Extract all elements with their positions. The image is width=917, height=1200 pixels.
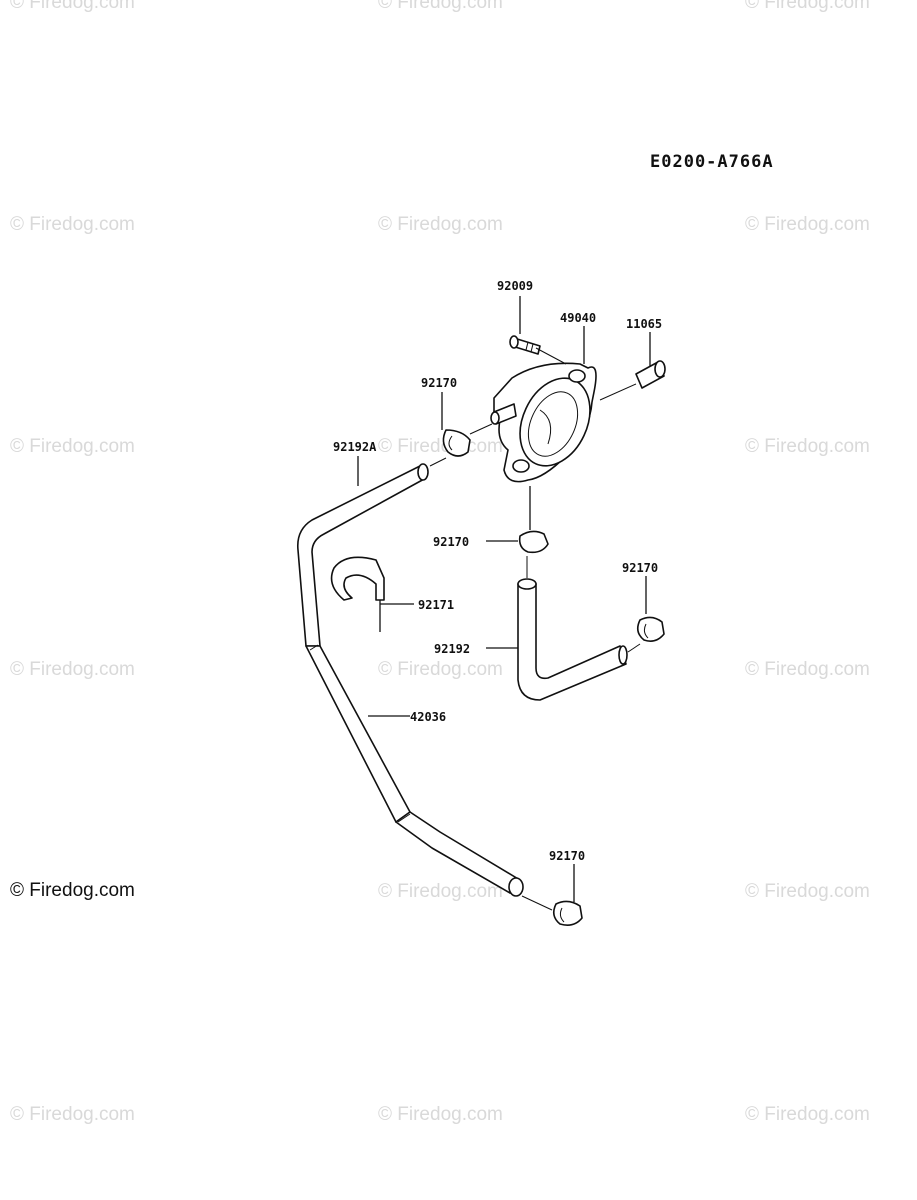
watermark: © Firedog.com [378,436,503,457]
clamp-pump-bottom-drawing [518,530,549,554]
clamp-bottom-drawing [552,900,583,926]
clamp-right-drawing [636,616,665,642]
part-label-spacer: 11065 [626,317,663,331]
watermark: © Firedog.com [745,0,870,13]
part-label-clamp: 92170 [421,376,458,390]
watermark: © Firedog.com [378,1104,503,1125]
diagram-code: E0200-A766A [650,152,774,172]
watermark: © Firedog.com [378,0,503,13]
watermark: © Firedog.com [378,659,503,680]
part-label-hose-clip: 92171 [418,598,455,612]
spacer-drawing [635,360,666,389]
part-label-hose-upper: 92192A [333,440,377,454]
watermark: © Firedog.com [10,436,135,457]
part-label-screw: 92009 [497,279,534,293]
watermark: © Firedog.com [745,436,870,457]
hose-lower-drawing [517,578,628,701]
screw-drawing [509,335,541,355]
leader-lines [357,296,651,911]
watermark: © Firedog.com [10,214,135,235]
part-label-clamp: 92170 [433,535,470,549]
fuel-hose-long-drawing [296,463,524,897]
watermark: © Firedog.com [745,214,870,235]
watermark: © Firedog.com [10,1104,135,1125]
watermark: © Firedog.com [378,214,503,235]
watermark: © Firedog.com [745,881,870,902]
watermark: © Firedog.com [10,0,135,13]
part-label-clamp: 92170 [549,849,586,863]
part-label-fuel-pump: 49040 [560,311,597,325]
hose-clip-drawing [330,556,385,632]
part-label-clamp: 92170 [622,561,659,575]
watermark: © Firedog.com [745,1104,870,1125]
watermark: © Firedog.com [745,659,870,680]
credit-text: © Firedog.com [10,880,135,901]
part-label-hose-lower: 92192 [434,642,471,656]
watermark: © Firedog.com [10,659,135,680]
clamp-pump-left-drawing [442,429,471,457]
fuel-pump-drawing [490,362,597,483]
watermark: © Firedog.com [378,881,503,902]
part-label-fuel-hose: 42036 [410,710,447,724]
